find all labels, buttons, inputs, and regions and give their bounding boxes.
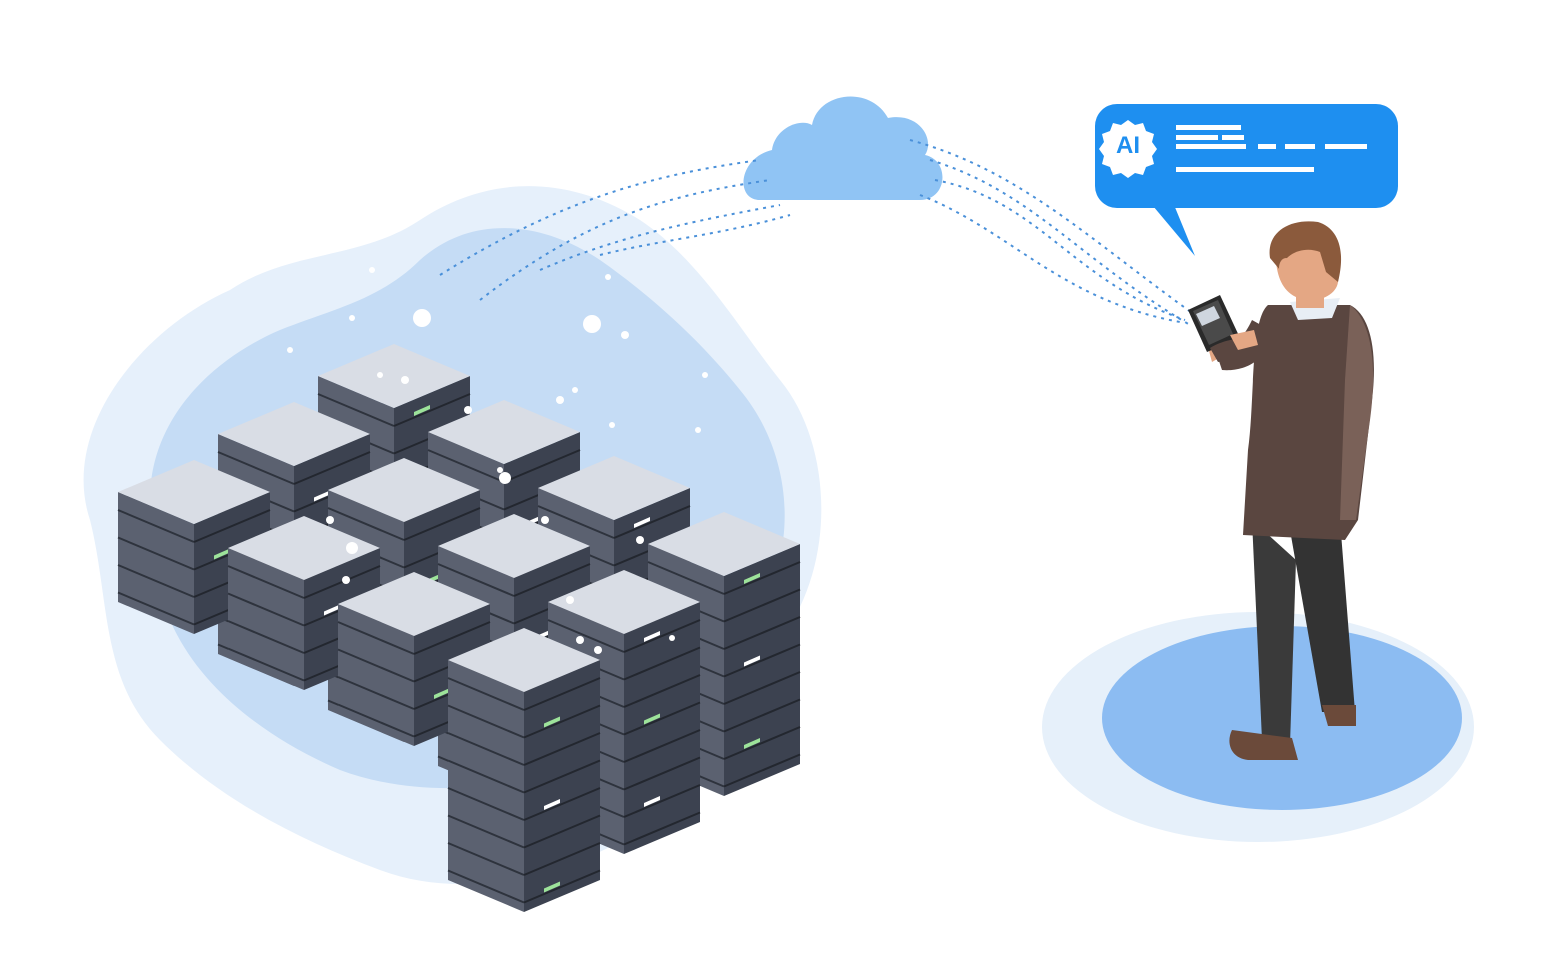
network-connection-lines bbox=[439, 139, 1196, 326]
status-led bbox=[314, 490, 330, 502]
status-led bbox=[644, 713, 660, 725]
status-led bbox=[634, 517, 650, 528]
data-particle bbox=[541, 516, 549, 524]
status-led bbox=[324, 604, 340, 616]
data-particle bbox=[583, 315, 601, 333]
data-particle bbox=[621, 331, 629, 339]
data-particle bbox=[636, 536, 644, 544]
status-led bbox=[644, 796, 660, 807]
status-led bbox=[414, 405, 430, 416]
status-led bbox=[744, 573, 760, 584]
person-figure bbox=[1188, 221, 1374, 760]
smartphone-icon bbox=[1188, 295, 1240, 352]
data-particle bbox=[594, 646, 602, 654]
server-rack-icon bbox=[447, 628, 601, 912]
status-led bbox=[744, 655, 760, 667]
data-particle bbox=[342, 576, 350, 584]
data-particle bbox=[572, 387, 578, 393]
data-particle bbox=[401, 376, 409, 384]
data-particle bbox=[609, 422, 615, 428]
status-led bbox=[744, 738, 760, 749]
chat-message-lines bbox=[1176, 125, 1367, 172]
data-particle bbox=[287, 347, 293, 353]
data-particle bbox=[566, 596, 574, 604]
data-particle bbox=[556, 396, 564, 404]
ai-badge-icon: AI bbox=[1099, 120, 1157, 178]
data-particle bbox=[346, 542, 358, 554]
data-particle bbox=[377, 372, 383, 378]
data-particle bbox=[326, 516, 334, 524]
data-particle bbox=[369, 267, 375, 273]
data-particle bbox=[499, 472, 511, 484]
status-led bbox=[544, 716, 560, 728]
ai-badge-label: AI bbox=[1116, 132, 1140, 159]
status-led bbox=[544, 799, 560, 810]
status-led bbox=[644, 631, 660, 642]
data-particle bbox=[695, 427, 701, 433]
status-led bbox=[214, 548, 230, 560]
chat-bubble-icon bbox=[1095, 104, 1398, 208]
data-particle bbox=[497, 467, 503, 473]
data-particle bbox=[669, 635, 675, 641]
data-particle bbox=[464, 406, 472, 414]
server-rack-grid bbox=[117, 344, 801, 912]
data-particles bbox=[287, 267, 708, 654]
status-led bbox=[544, 881, 560, 893]
cloud-icon bbox=[743, 96, 943, 200]
data-particle bbox=[576, 636, 584, 644]
data-particle bbox=[413, 309, 431, 327]
data-particle bbox=[702, 372, 708, 378]
ai-chat-bubble: AI bbox=[1095, 104, 1398, 256]
status-led bbox=[434, 688, 450, 699]
data-particle bbox=[605, 274, 611, 280]
data-particle bbox=[349, 315, 355, 321]
